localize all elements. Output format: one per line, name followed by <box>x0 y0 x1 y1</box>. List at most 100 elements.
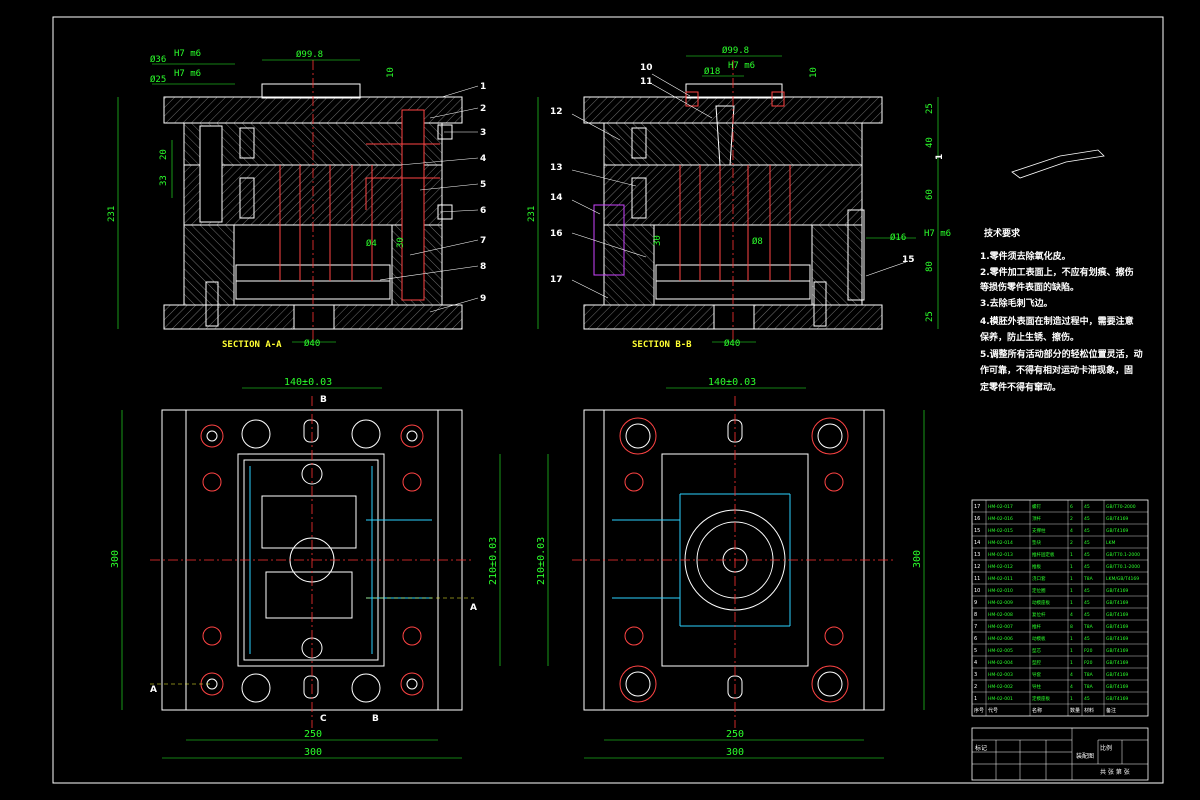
bom-cell: 1 <box>1070 588 1073 594</box>
bom-cell: P20 <box>1084 648 1093 654</box>
plan-left-dim-side300: 300 <box>110 550 121 568</box>
dim-a-t10: 10 <box>386 67 396 78</box>
marker-a-left: A <box>150 685 157 695</box>
dim-a-v33: 33 <box>159 175 169 186</box>
requirement-line-1: 1.零件须去除氧化皮。 <box>980 250 1071 262</box>
callout-5: 5 <box>480 180 486 190</box>
bom-header-cell: 材料 <box>1084 707 1094 714</box>
bom-cell: 动模板 <box>1032 635 1046 642</box>
bom-cell: 45 <box>1084 540 1090 546</box>
dim-b-r25a: 25 <box>925 103 935 114</box>
bom-cell: HM-02-016 <box>988 516 1013 522</box>
section-b-title: SECTION B-B <box>632 340 692 350</box>
bom-cell: 型腔 <box>1032 659 1041 666</box>
bom-cell: 2 <box>1070 516 1073 522</box>
bom-cell: 45 <box>1084 504 1090 510</box>
callout-10: 10 <box>640 63 653 73</box>
dim-b-d18: Ø18 <box>704 66 720 77</box>
bom-cell: HM-02-006 <box>988 636 1013 642</box>
dim-b-r40: 40 <box>925 137 935 148</box>
bom-cell: 13 <box>974 552 980 558</box>
bom-cell: 推板 <box>1032 563 1041 570</box>
bom-cell: GB/T70.1-2000 <box>1106 552 1140 558</box>
bom-cell: 型芯 <box>1032 647 1041 654</box>
dim-b-r60: 60 <box>925 189 935 200</box>
marker-c-bot: C <box>320 714 327 724</box>
bom-cell: 定位圈 <box>1032 587 1046 594</box>
bom-cell: 45 <box>1084 552 1090 558</box>
requirement-line-4: 3.去除毛刺飞边。 <box>980 297 1053 309</box>
bom-cell: 14 <box>974 540 980 546</box>
part-isometric-sketch <box>1011 149 1105 179</box>
bom-cell: T8A <box>1083 576 1094 582</box>
bom-cell: LKM <box>1106 540 1115 546</box>
bom-cell: GB/T4169 <box>1106 696 1128 702</box>
drawing-frame <box>52 16 1164 784</box>
dim-b-d18-tol: H7 m6 <box>728 61 755 71</box>
bom-header-cell: 序号 <box>974 707 984 714</box>
bom-cell: HM-02-009 <box>988 600 1013 606</box>
bom-cell: GB/T4169 <box>1106 516 1128 522</box>
dim-a-d25-tol: H7 m6 <box>174 69 201 79</box>
bom-cell: 7 <box>974 624 977 630</box>
bom-cell: 45 <box>1084 600 1090 606</box>
callout-11: 11 <box>640 77 653 87</box>
requirement-line-7: 5.调整所有活动部分的轻松位置灵活，动 <box>980 348 1143 360</box>
callout-12: 12 <box>550 107 563 117</box>
callout-1: 1 <box>480 82 486 92</box>
bom-cell: 4 <box>974 660 977 666</box>
plan-right-dim-bot250: 250 <box>726 729 744 740</box>
dim-a-d25: Ø25 <box>150 74 166 85</box>
bom-cell: GB/T4169 <box>1106 600 1128 606</box>
dim-a-v20: 20 <box>159 149 169 160</box>
plan-right-dim-side300: 300 <box>912 550 923 568</box>
dim-b-d40: Ø40 <box>724 338 740 349</box>
bom-cell: GB/T4169 <box>1106 684 1128 690</box>
dim-a-d40: Ø40 <box>304 338 320 349</box>
callout-17: 17 <box>550 275 563 285</box>
bom-cell: HM-02-012 <box>988 564 1013 570</box>
bom-cell: 4 <box>1070 612 1073 618</box>
bom-cell: 螺钉 <box>1032 503 1041 510</box>
bom-cell: GB/T4169 <box>1106 528 1128 534</box>
bom-cell: 17 <box>974 504 980 510</box>
bom-cell: LKM/GB/T4169 <box>1106 576 1139 582</box>
dim-a-d36: Ø36 <box>150 54 166 65</box>
callout-4: 4 <box>480 154 486 164</box>
bom-cell: GB/T4169 <box>1106 636 1128 642</box>
dim-b-r25b: 25 <box>925 311 935 322</box>
bom-cell: 定模座板 <box>1032 695 1050 702</box>
bom-cell: 1 <box>1070 696 1073 702</box>
callout-13: 13 <box>550 163 563 173</box>
bom-cell: 45 <box>1084 516 1090 522</box>
plan-left-view <box>121 387 501 759</box>
bom-cell: 1 <box>1070 636 1073 642</box>
bom-cell: 8 <box>1070 624 1073 630</box>
bom-cell: HM-02-005 <box>988 648 1013 654</box>
dim-b-r80: 80 <box>925 261 935 272</box>
bom-cell: 12 <box>974 564 980 570</box>
marker-a-right: A <box>470 603 477 613</box>
bom-cell: HM-02-010 <box>988 588 1013 594</box>
section-a-title: SECTION A-A <box>222 340 282 350</box>
bom-cell: 1 <box>1070 600 1073 606</box>
bom-header-cell: 备注 <box>1106 707 1116 714</box>
bom-cell: 1 <box>1070 576 1073 582</box>
dim-a-d36-tol: H7 m6 <box>174 49 201 59</box>
plan-right-view <box>547 387 925 759</box>
dim-a-h231: 231 <box>107 206 117 222</box>
bom-cell: 11 <box>974 576 980 582</box>
bom-cell: 支撑柱 <box>1032 527 1046 534</box>
bom-cell: 垫块 <box>1032 539 1041 546</box>
bom-cell: 6 <box>974 636 977 642</box>
callout-3: 3 <box>480 128 486 138</box>
plan-right-dim-top: 140±0.03 <box>708 377 756 388</box>
bom-cell: GB/T4169 <box>1106 660 1128 666</box>
bom-cell: T8A <box>1083 672 1094 678</box>
bom-cell: HM-02-014 <box>988 540 1013 546</box>
bom-cell: HM-02-003 <box>988 672 1013 678</box>
section-a-view <box>117 59 479 345</box>
requirement-line-3: 等损伤零件表面的缺陷。 <box>979 281 1079 293</box>
